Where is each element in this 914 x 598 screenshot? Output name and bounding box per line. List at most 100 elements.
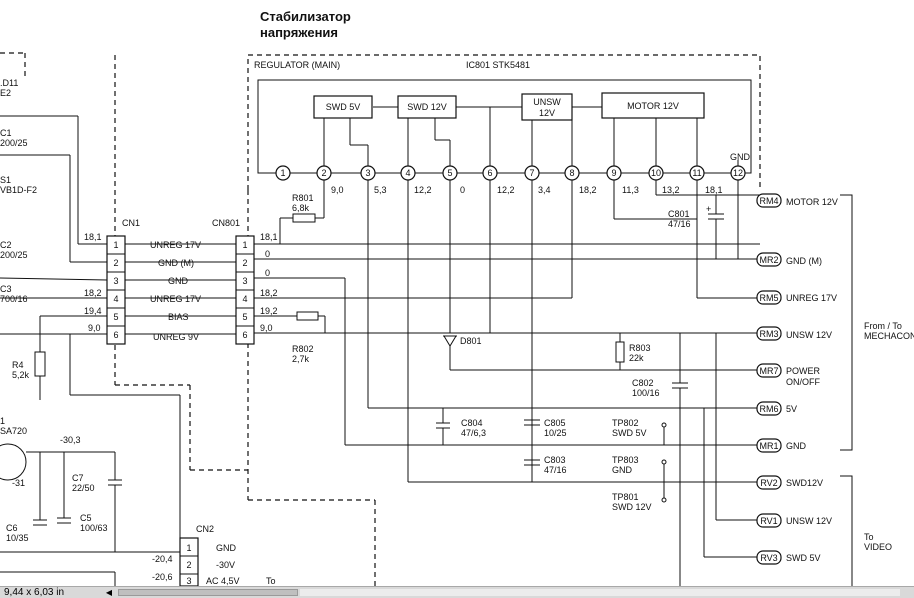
svg-text:GND: GND (168, 276, 189, 286)
svg-text:C1: C1 (0, 128, 12, 138)
svg-text:9,0: 9,0 (331, 185, 344, 195)
r803 (615, 341, 625, 363)
svg-text:SWD12V: SWD12V (786, 478, 823, 488)
svg-text:6: 6 (487, 168, 492, 178)
cn1-cn801-wires (0, 115, 236, 545)
d801 (443, 335, 457, 347)
c803-value: 47/16 (544, 465, 567, 475)
svg-text:-30,3: -30,3 (60, 435, 81, 445)
block-unsw12v-label2: 12V (539, 108, 555, 118)
svg-text:RM4: RM4 (759, 196, 778, 206)
scroll-left-arrow-icon[interactable]: ◀ (105, 588, 113, 597)
right-connector-rm3: RM3 UNSW 12V (756, 326, 832, 341)
svg-text:6: 6 (113, 330, 118, 340)
r801-label: R801 (292, 193, 314, 203)
r801-value: 6,8k (292, 203, 310, 213)
c801-label: C801 (668, 209, 690, 219)
block-swd5v-label: SWD 5V (326, 102, 361, 112)
svg-text:C6: C6 (6, 523, 18, 533)
c803-label: C803 (544, 455, 566, 465)
svg-text:2: 2 (113, 258, 118, 268)
svg-text:1: 1 (242, 240, 247, 250)
svg-text:C3: C3 (0, 284, 12, 294)
title-line1: Стабилизатор (260, 9, 351, 24)
svg-text:18,1: 18,1 (84, 232, 102, 242)
svg-text:GND (M): GND (M) (786, 256, 822, 266)
svg-text:10/35: 10/35 (6, 533, 29, 543)
svg-text:5: 5 (447, 168, 452, 178)
mechacon-label: From / To (864, 321, 902, 331)
r803-label: R803 (629, 343, 651, 353)
svg-text:1: 1 (280, 168, 285, 178)
svg-text:18,1: 18,1 (705, 185, 723, 195)
block-swd12v-label: SWD 12V (407, 102, 447, 112)
status-bar: 9,44 x 6,03 in ◀ (0, 586, 914, 598)
tp803-label: TP803 (612, 455, 639, 465)
right-connector-mr2: MR2 GND (M) (756, 252, 822, 267)
svg-text:5V: 5V (786, 404, 797, 414)
svg-text:8: 8 (569, 168, 574, 178)
mechacon-bracket (840, 194, 853, 451)
svg-text:19,2: 19,2 (260, 306, 278, 316)
svg-text:S1: S1 (0, 175, 11, 185)
schematic-diagram: Стабилизатор напряжения REGULATOR (MAIN)… (0, 9, 914, 586)
r801 (292, 213, 316, 223)
block-swd5v (313, 95, 373, 119)
svg-text:3: 3 (242, 276, 247, 286)
svg-text:UNSW 12V: UNSW 12V (786, 330, 832, 340)
svg-text:UNREG 17V: UNREG 17V (150, 240, 201, 250)
tp801-net: SWD 12V (612, 502, 652, 512)
cn2-name-1: GND (216, 543, 237, 553)
svg-text:0: 0 (265, 268, 270, 278)
cn2-label: CN2 (196, 524, 214, 534)
right-connector-rv1: RV1 UNSW 12V (756, 513, 832, 528)
svg-text:BIAS: BIAS (168, 312, 189, 322)
video-bracket (840, 475, 853, 586)
right-connector-mr1: MR1 GND (756, 438, 807, 453)
svg-text:POWER: POWER (786, 366, 821, 376)
tp802-net: SWD 5V (612, 428, 647, 438)
svg-text:18,2: 18,2 (260, 288, 278, 298)
svg-text:R4: R4 (12, 360, 24, 370)
video-wires (703, 333, 757, 558)
video-label: To (864, 532, 874, 542)
svg-text:12,2: 12,2 (414, 185, 432, 195)
svg-text:0: 0 (265, 249, 270, 259)
c804-label: C804 (461, 418, 483, 428)
svg-text:11,3: 11,3 (622, 185, 639, 195)
svg-text:UNREG 9V: UNREG 9V (153, 332, 199, 342)
tp801-label: TP801 (612, 492, 639, 502)
svg-text:C7: C7 (72, 473, 84, 483)
right-connector-rm5: RM5 UNREG 17V (756, 290, 837, 305)
gnd-label: GND (730, 152, 751, 162)
ic-internal-wiring (323, 106, 739, 168)
ic801-pin-voltages: 9,0 5,3 12,2 0 12,2 3,4 18,2 11,3 13,2 1… (331, 185, 723, 195)
r802-label: R802 (292, 344, 314, 354)
svg-text:18,2: 18,2 (579, 185, 597, 195)
horizontal-scrollbar-track[interactable] (300, 589, 900, 596)
test-points (661, 422, 667, 503)
svg-text:SA720: SA720 (0, 426, 27, 436)
svg-text:3: 3 (113, 276, 118, 286)
svg-text:UNREG 17V: UNREG 17V (150, 294, 201, 304)
right-connector-rm6: RM6 5V (756, 401, 797, 416)
svg-text:0: 0 (460, 185, 465, 195)
block-motor12v-label: MOTOR 12V (627, 101, 679, 111)
svg-text:9,0: 9,0 (260, 323, 273, 333)
q1-transistor (0, 443, 27, 481)
svg-text:C5: C5 (80, 513, 92, 523)
right-connector-rm4: RM4 MOTOR 12V (756, 193, 838, 208)
horizontal-scrollbar-thumb[interactable] (118, 589, 298, 596)
svg-text:11: 11 (692, 168, 701, 178)
svg-text:UNSW 12V: UNSW 12V (786, 516, 832, 526)
right-connector-rv2: RV2 SWD12V (756, 475, 823, 490)
r803-value: 22k (629, 353, 644, 363)
regulator-label: REGULATOR (MAIN) (254, 60, 340, 70)
svg-text:5,3: 5,3 (374, 185, 387, 195)
svg-text:C2: C2 (0, 240, 12, 250)
cn801-rows: 1 2 3 4 5 6 18,1 0 0 18,2 19,2 9,0 (236, 232, 278, 340)
tp803-net: GND (612, 465, 633, 475)
cn1-rows: 1 2 3 4 5 6 UNREG 17V GND (M) GND UNREG … (84, 232, 201, 342)
svg-text:MOTOR 12V: MOTOR 12V (786, 197, 838, 207)
svg-text:5: 5 (113, 312, 118, 322)
